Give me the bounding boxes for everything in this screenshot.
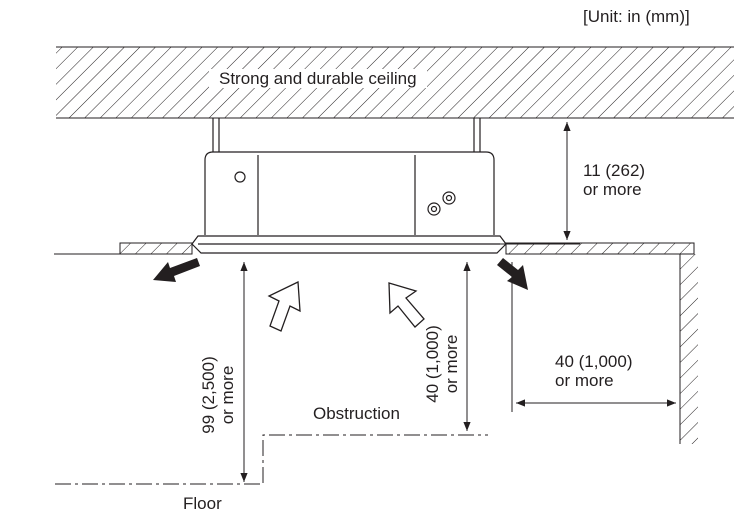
obstruction-height-label: 40 (1,000) or more [423, 314, 461, 414]
obstruction-height-qualifier: or more [442, 334, 461, 394]
top-clearance-label: 11 (262) or more [583, 161, 645, 199]
false-ceiling [54, 242, 695, 255]
obstruction-label: Obstruction [313, 404, 400, 423]
side-clearance-label: 40 (1,000) or more [555, 352, 633, 390]
obstruction-outline [262, 434, 488, 483]
side-clearance-qualifier: or more [555, 371, 614, 390]
right-wall [679, 254, 698, 444]
floor-height-label: 99 (2,500) or more [199, 345, 237, 445]
top-clearance-dimension [498, 122, 580, 245]
obstruction-height-value: 40 (1,000) [423, 325, 442, 403]
ceiling-label: Strong and durable ceiling [209, 69, 427, 88]
top-clearance-qualifier: or more [583, 180, 642, 199]
top-clearance-value: 11 (262) [583, 161, 646, 180]
side-clearance-dimension [511, 262, 676, 412]
side-clearance-value: 40 (1,000) [555, 352, 633, 371]
floor-height-qualifier: or more [218, 365, 237, 425]
floor-height-value: 99 (2,500) [199, 356, 218, 434]
outlet-airflow-arrows [153, 258, 528, 290]
unit-note: [Unit: in (mm)] [583, 7, 690, 26]
indoor-unit [191, 151, 507, 254]
return-airflow-arrows [267, 280, 425, 332]
floor-label: Floor [183, 494, 222, 513]
